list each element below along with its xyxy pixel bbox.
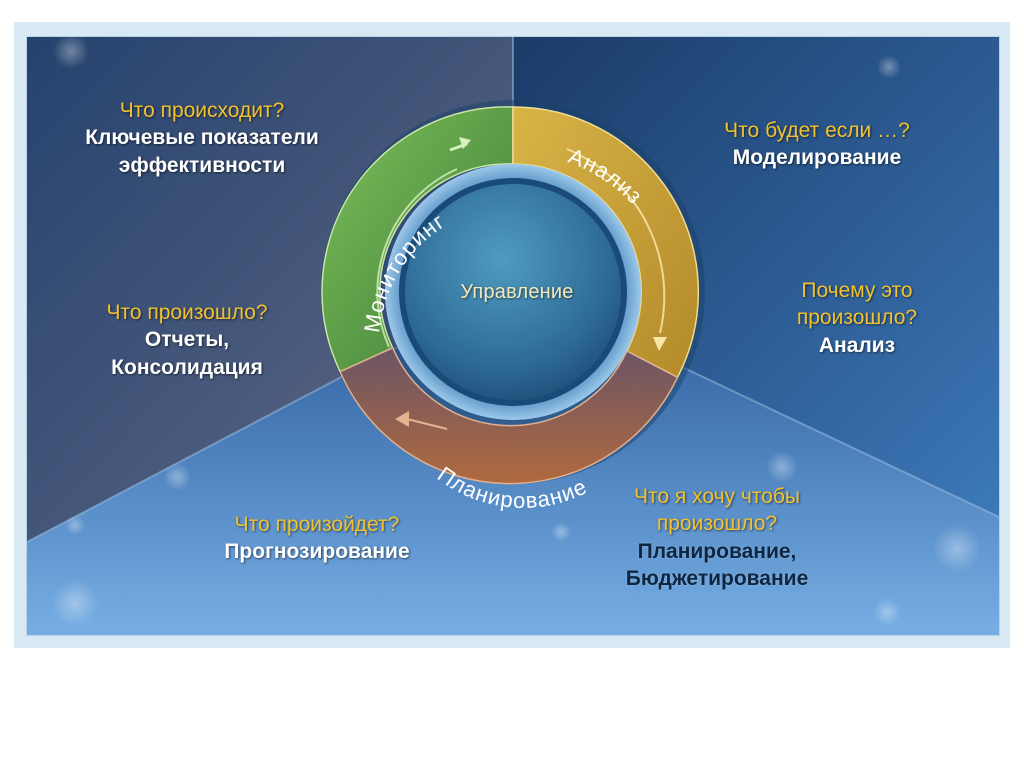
ring-segment-analysis xyxy=(512,106,700,379)
block-answer: Планирование, xyxy=(637,539,797,563)
block-question: Что я хочу чтобы xyxy=(634,485,800,508)
block-answer: Анализ xyxy=(818,333,896,357)
block-answer: Моделирование xyxy=(732,146,902,170)
bokeh-dot xyxy=(163,463,191,491)
bokeh-dot xyxy=(877,55,901,79)
arrow-planning-head xyxy=(395,411,409,427)
block-answer: Отчеты, xyxy=(144,328,230,352)
center-disc xyxy=(405,184,621,400)
block-question: произошло? xyxy=(656,512,778,536)
block-answer: Прогнозирование xyxy=(224,540,410,564)
block-question: Почему это xyxy=(801,279,913,302)
bokeh-dot xyxy=(933,525,981,573)
arrow-planning-track xyxy=(406,418,448,430)
block-question: Что происходит? xyxy=(119,99,285,122)
bokeh-dot xyxy=(53,37,89,69)
arrow-analysis-track xyxy=(566,148,666,334)
bokeh-dot xyxy=(551,522,571,542)
block-question: Что произойдет? xyxy=(234,513,400,536)
block-answer: Ключевые показатели xyxy=(85,126,319,150)
arrow-monitoring-track xyxy=(376,168,458,348)
arrow-analysis-head xyxy=(653,337,667,351)
block-question: Что будет если …? xyxy=(724,119,910,142)
ring-segment-monitoring xyxy=(321,106,514,373)
block-forecast: Что произойдет? Прогнозирование xyxy=(187,511,447,566)
block-answer: Бюджетирование xyxy=(625,566,809,590)
block-answer: Консолидация xyxy=(111,355,263,379)
arrow-monitoring-head xyxy=(459,137,471,149)
block-answer: эффективности xyxy=(118,153,286,177)
bokeh-dot xyxy=(766,451,798,483)
block-modeling: Что будет если …? Моделирование xyxy=(677,117,957,172)
diagram-slide: Мониторинг Анализ Планирование Управлени… xyxy=(26,36,1000,636)
block-planning-budgeting: Что я хочу чтобы произошло? Планирование… xyxy=(587,483,847,592)
bokeh-dot xyxy=(873,598,901,626)
block-question: произошло? xyxy=(796,306,918,330)
bokeh-dot xyxy=(65,515,85,535)
block-analysis: Почему это произошло? Анализ xyxy=(757,277,957,359)
ring-segment-planning xyxy=(339,346,679,485)
block-reports: Что произошло? Отчеты, Консолидация xyxy=(67,299,307,381)
center-label: Управление xyxy=(460,281,574,303)
bokeh-dot xyxy=(51,579,99,627)
block-question: Что произошло? xyxy=(106,301,268,324)
cycle-diagram: Мониторинг Анализ Планирование xyxy=(27,37,999,635)
block-kpi: Что происходит? Ключевые показатели эффе… xyxy=(37,97,367,179)
